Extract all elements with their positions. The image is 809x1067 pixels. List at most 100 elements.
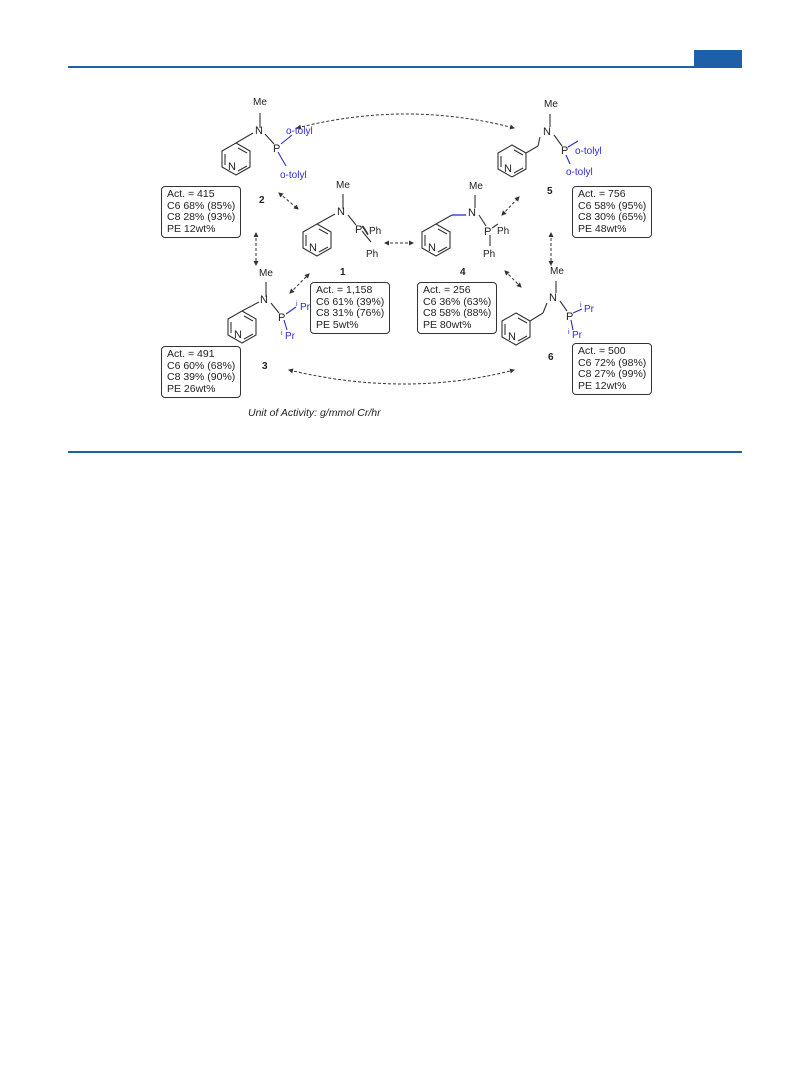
bond — [241, 301, 260, 312]
stats-box-5: Act. = 756 C6 58% (95%) C8 30% (65%) PE … — [572, 186, 653, 238]
activity-value: Act. = 491 — [167, 348, 215, 360]
bottom-divider — [68, 451, 742, 453]
nitrogen-label: N — [468, 207, 476, 219]
c8-selectivity: C8 39% (90%) — [167, 371, 236, 383]
pyridine-ring — [227, 310, 257, 344]
stats-box-4: Act. = 256 C6 36% (63%) C8 58% (88%) PE … — [417, 282, 498, 334]
c8-selectivity: C8 27% (99%) — [578, 368, 647, 380]
bond — [280, 134, 293, 145]
substituent-label: o-tolyl — [566, 167, 593, 178]
isopropyl-superscript: i — [281, 330, 283, 337]
stats-box-3: Act. = 491 C6 60% (68%) C8 39% (90%) PE … — [161, 346, 242, 398]
stats-box-6: Act. = 500 C6 72% (98%) C8 27% (99%) PE … — [572, 343, 653, 395]
bond — [362, 225, 369, 235]
c8-selectivity: C8 31% (76%) — [316, 307, 385, 319]
pyridine-nitrogen-label: N — [234, 329, 242, 341]
substituent-label: Pr — [285, 331, 296, 342]
pyridine-ring — [501, 312, 531, 346]
pe-content: PE 80wt% — [423, 318, 472, 331]
bond — [235, 132, 254, 144]
pyridine-nitrogen-label: N — [504, 163, 512, 175]
nitrogen-label: N — [260, 294, 268, 306]
pe-content: PE 12wt% — [167, 222, 216, 235]
bond — [542, 302, 548, 314]
compound-number: 5 — [547, 186, 553, 197]
bond — [361, 230, 372, 243]
methyl-label: Me — [259, 268, 273, 279]
c6-selectivity: C6 61% (39%) — [316, 295, 385, 308]
activity-value: Act. = 500 — [578, 345, 626, 357]
isopropyl-superscript: i — [568, 329, 570, 336]
bond — [264, 133, 275, 145]
c8-selectivity: C8 30% (65%) — [578, 211, 647, 223]
comparison-arrow-4-5 — [501, 196, 520, 216]
stats-box-1: Act. = 1,158 C6 61% (39%) C8 31% (76%) P… — [310, 282, 391, 334]
pyridine-ring — [302, 223, 332, 257]
substituent-label: Pr — [300, 302, 311, 313]
molecule-6: Me N P N i Pr i Pr 6 — [501, 266, 595, 363]
substituent-label: o-tolyl — [280, 170, 307, 181]
bond — [559, 300, 568, 312]
activity-unit-caption: Unit of Activity: g/mmol Cr/hr — [248, 407, 381, 419]
nitrogen-label: N — [255, 125, 263, 137]
substituent-label: Ph — [483, 249, 495, 260]
methyl-label: Me — [469, 181, 483, 192]
nitrogen-label: N — [543, 126, 551, 138]
bond — [570, 319, 574, 331]
substituent-label: o-tolyl — [575, 146, 602, 157]
molecule-1: Me N P N Ph Ph 1 — [302, 180, 381, 278]
c8-selectivity: C8 58% (88%) — [423, 307, 492, 319]
pyridine-nitrogen-label: N — [228, 161, 236, 173]
bond — [277, 151, 287, 167]
phosphorus-label: P — [355, 224, 362, 236]
phosphorus-label: P — [566, 311, 573, 323]
nitrogen-label: N — [549, 292, 557, 304]
molecule-4: Me N P N Ph Ph 4 — [421, 181, 509, 278]
substituent-label: Ph — [369, 226, 381, 237]
c6-selectivity: C6 68% (85%) — [167, 199, 236, 212]
pyridine-nitrogen-label: N — [309, 242, 317, 254]
phosphorus-label: P — [561, 145, 568, 157]
bond — [525, 145, 539, 154]
bond — [529, 312, 544, 322]
activity-value: Act. = 1,158 — [316, 284, 373, 296]
compound-number: 4 — [460, 267, 466, 278]
bond — [572, 308, 583, 314]
bond — [537, 136, 541, 147]
comparison-arrow-2-1 — [278, 192, 299, 210]
top-divider — [68, 66, 742, 68]
compound-number: 3 — [262, 361, 268, 372]
comparison-arrow-2-5 — [296, 113, 515, 130]
molecule-2: Me N P N o-tolyl o-tolyl 2 — [221, 97, 313, 206]
substituent-label: Ph — [497, 226, 509, 237]
isopropyl-superscript: i — [296, 301, 298, 308]
bond — [285, 306, 297, 315]
bond — [478, 214, 487, 227]
molecule-5: Me N P N o-tolyl o-tolyl 5 — [497, 99, 602, 197]
c6-selectivity: C6 72% (98%) — [578, 356, 647, 369]
phosphorus-label: P — [278, 312, 285, 324]
comparison-arrow-4-6 — [504, 270, 522, 288]
bond — [567, 140, 579, 148]
methyl-label: Me — [550, 266, 564, 277]
methyl-label: Me — [544, 99, 558, 110]
compound-number: 2 — [259, 195, 265, 206]
compound-number: 1 — [340, 267, 346, 278]
pyridine-ring — [221, 142, 251, 176]
reaction-scheme: Me N P N o-tolyl o-tolyl 2 Me N P N Ph P… — [221, 97, 602, 385]
stats-box-2: Act. = 415 C6 68% (85%) C8 28% (93%) PE … — [161, 186, 242, 238]
pe-content: PE 12wt% — [578, 379, 627, 392]
pyridine-ring — [497, 144, 527, 178]
substituent-label: Pr — [584, 304, 595, 315]
header-accent-tab — [694, 50, 742, 66]
comparison-arrow-1-3 — [289, 273, 310, 294]
pe-content: PE 48wt% — [578, 222, 627, 235]
activity-value: Act. = 256 — [423, 284, 471, 296]
pyridine-nitrogen-label: N — [508, 331, 516, 343]
compound-number: 6 — [548, 352, 554, 363]
pyridine-ring — [421, 223, 451, 257]
phosphorus-label: P — [484, 226, 491, 238]
substituent-label: o-tolyl — [286, 126, 313, 137]
c6-selectivity: C6 58% (95%) — [578, 199, 647, 212]
bond — [553, 134, 563, 147]
